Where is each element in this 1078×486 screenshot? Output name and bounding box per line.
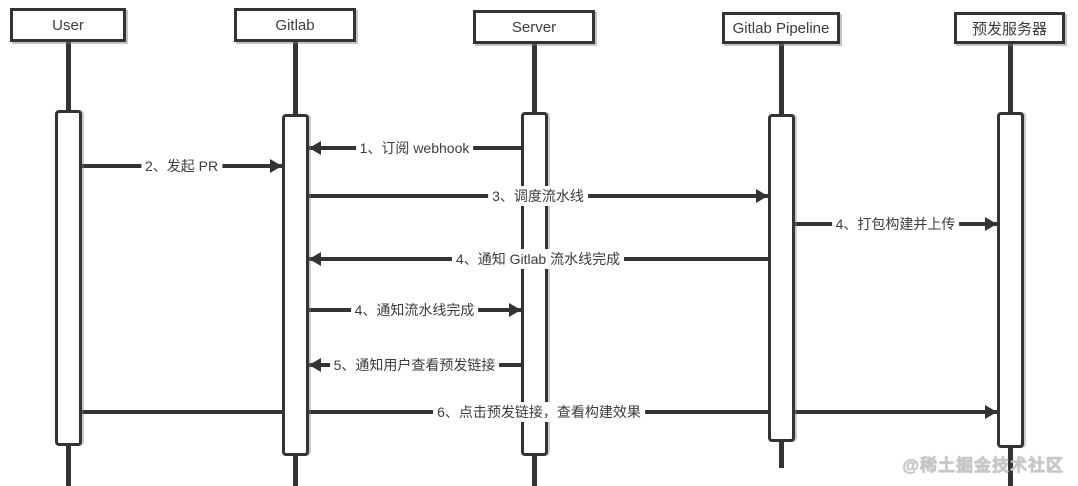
message-label-2: 2、发起 PR [140,156,223,176]
activation-bar-staging-server [996,112,1024,448]
message-label-4: 4、打包构建并上传 [831,214,960,234]
actor-box-user: User [10,8,126,42]
lifeline-user [65,42,71,110]
message-arrowhead-icon-7 [308,358,321,372]
actor-label-user: User [52,16,84,34]
message-arrowhead-icon-4 [984,217,997,231]
message-arrowhead-icon-6 [508,303,521,317]
activation-bar-gitlab [281,114,309,456]
message-arrowhead-icon-8 [984,405,997,419]
lifeline-tail-gitlab-pipeline [778,442,784,468]
lifeline-tail-server [531,456,537,486]
message-arrowhead-icon-5 [308,252,321,266]
message-arrowhead-icon-3 [755,189,768,203]
actor-box-staging-server: 预发服务器 [954,12,1065,44]
actor-box-gitlab: Gitlab [234,8,356,42]
activation-bar-server [520,112,548,456]
actor-label-staging-server: 预发服务器 [971,20,1047,38]
message-label-1: 1、订阅 webhook [355,138,474,158]
message-label-8: 6、点击预发链接，查看构建效果 [433,402,645,422]
message-label-3: 3、调度流水线 [488,186,588,206]
actor-box-gitlab-pipeline: Gitlab Pipeline [722,12,840,44]
lifeline-staging-server [1007,44,1013,112]
message-arrowhead-icon-2 [269,159,282,173]
watermark-text: @稀土掘金技术社区 [902,456,1064,475]
actor-label-gitlab-pipeline: Gitlab Pipeline [732,19,830,37]
actor-label-server: Server [511,18,557,36]
lifeline-gitlab [292,42,298,114]
message-label-6: 4、通知流水线完成 [350,300,479,320]
lifeline-tail-gitlab [292,456,298,486]
message-label-5: 4、通知 Gitlab 流水线完成 [451,249,625,269]
actor-label-gitlab: Gitlab [275,16,315,34]
lifeline-tail-staging-server [1007,448,1013,486]
message-arrowhead-icon-1 [308,141,321,155]
actor-box-server: Server [473,10,595,44]
lifeline-tail-user [65,446,71,486]
activation-bar-user [54,110,82,446]
lifeline-gitlab-pipeline [778,44,784,114]
activation-bar-gitlab-pipeline [767,114,795,442]
message-label-7: 5、通知用户查看预发链接 [329,355,500,375]
lifeline-server [531,44,537,112]
